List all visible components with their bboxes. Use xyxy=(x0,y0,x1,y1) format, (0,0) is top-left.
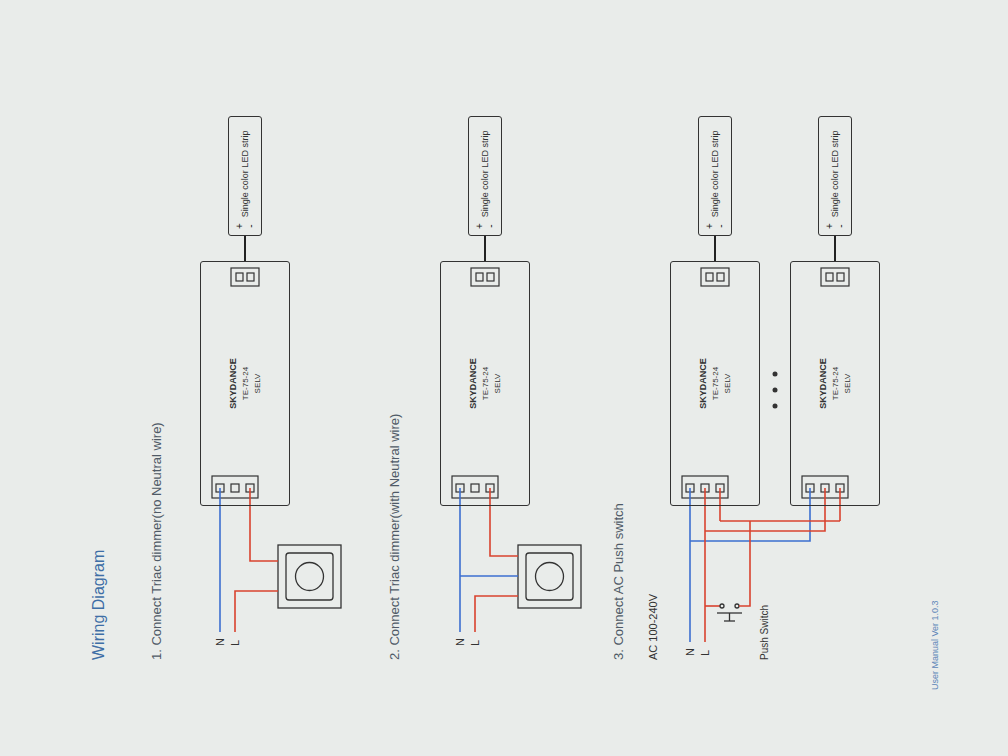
product-label: SELV xyxy=(843,374,852,394)
product-label: TE-75-24 xyxy=(711,367,720,400)
switch-wire xyxy=(719,488,721,521)
product-label: TE-75-24 xyxy=(241,367,250,400)
led-driver: SKYDANCETE-75-24SELV xyxy=(440,261,530,506)
polarity-mark: + xyxy=(474,223,485,229)
led-strip: +- Single color LED strip xyxy=(228,116,262,236)
voltage-label: AC 100-240V xyxy=(646,594,660,660)
polarity-mark: + xyxy=(824,223,835,229)
live-wire xyxy=(235,591,278,632)
brand-name: SKYDANCE xyxy=(228,358,238,409)
strip-label: Single color LED strip xyxy=(710,131,720,218)
led-strip: +- Single color LED strip xyxy=(468,116,502,236)
output-wire xyxy=(244,236,246,261)
polarity-marks: +- xyxy=(704,223,726,229)
product-label: SELV xyxy=(493,374,502,394)
live-wire xyxy=(475,596,518,632)
strip-label: Single color LED strip xyxy=(240,131,250,218)
neutral-wire xyxy=(219,488,221,632)
wire-label: L xyxy=(228,640,242,646)
led-driver: SKYDANCETE-75-24SELV xyxy=(670,261,760,506)
product-label: TE-75-24 xyxy=(481,367,490,400)
section-heading: 3. Connect AC Push switch xyxy=(612,503,626,660)
brand-name: SKYDANCE xyxy=(698,358,708,409)
section-heading: 1. Connect Triac dimmer(no Neutral wire) xyxy=(150,422,164,660)
wire-label: N xyxy=(213,638,227,646)
switch-wire xyxy=(739,521,750,606)
polarity-mark: - xyxy=(835,224,846,227)
product-label: TE-75-24 xyxy=(831,367,840,400)
version-note: User Manual Ver 1.0.3 xyxy=(928,600,942,690)
dimmed-wire xyxy=(490,488,518,556)
polarity-mark: + xyxy=(234,223,245,229)
neutral-branch xyxy=(460,575,518,577)
led-strip: +- Single color LED strip xyxy=(698,116,732,236)
polarity-mark: - xyxy=(485,224,496,227)
dimmed-wire xyxy=(250,488,278,561)
page-title: Wiring Diagram xyxy=(92,550,106,660)
led-driver: SKYDANCETE-75-24SELV xyxy=(790,261,880,506)
product-label: SELV xyxy=(253,374,262,394)
push-switch-symbol xyxy=(717,604,742,621)
strip-label: Single color LED strip xyxy=(480,131,490,218)
polarity-marks: +- xyxy=(824,223,846,229)
polarity-mark: - xyxy=(715,224,726,227)
led-strip: +- Single color LED strip xyxy=(818,116,852,236)
switch-bus xyxy=(720,520,840,522)
polarity-marks: +- xyxy=(234,223,256,229)
led-driver: SKYDANCETE-75-24SELV xyxy=(200,261,290,506)
wire-label: N xyxy=(683,648,697,656)
output-wire xyxy=(834,236,836,261)
polarity-marks: +- xyxy=(474,223,496,229)
brand-name: SKYDANCE xyxy=(818,358,828,409)
terminal-blocks xyxy=(212,268,849,498)
output-wire xyxy=(714,236,716,261)
brand-name: SKYDANCE xyxy=(468,358,478,409)
live-wire xyxy=(704,488,706,642)
product-label: SELV xyxy=(723,374,732,394)
wire-label: N xyxy=(453,638,467,646)
polarity-mark: - xyxy=(245,224,256,227)
live-bus xyxy=(705,488,825,531)
polarity-mark: + xyxy=(704,223,715,229)
switch-label: Push Switch xyxy=(758,605,772,660)
neutral-wire xyxy=(459,488,461,632)
section-heading: 2. Connect Triac dimmer(with Neutral wir… xyxy=(388,414,402,660)
continuation-dots xyxy=(773,372,778,409)
wire-label: L xyxy=(698,650,712,656)
switch-wire xyxy=(839,488,841,521)
output-wire xyxy=(484,236,486,261)
neutral-wire xyxy=(689,488,691,642)
switch-wire xyxy=(705,605,720,607)
dimmer-symbol xyxy=(278,545,341,608)
wire-label: L xyxy=(468,640,482,646)
dimmer-symbol xyxy=(518,545,581,608)
strip-label: Single color LED strip xyxy=(830,131,840,218)
